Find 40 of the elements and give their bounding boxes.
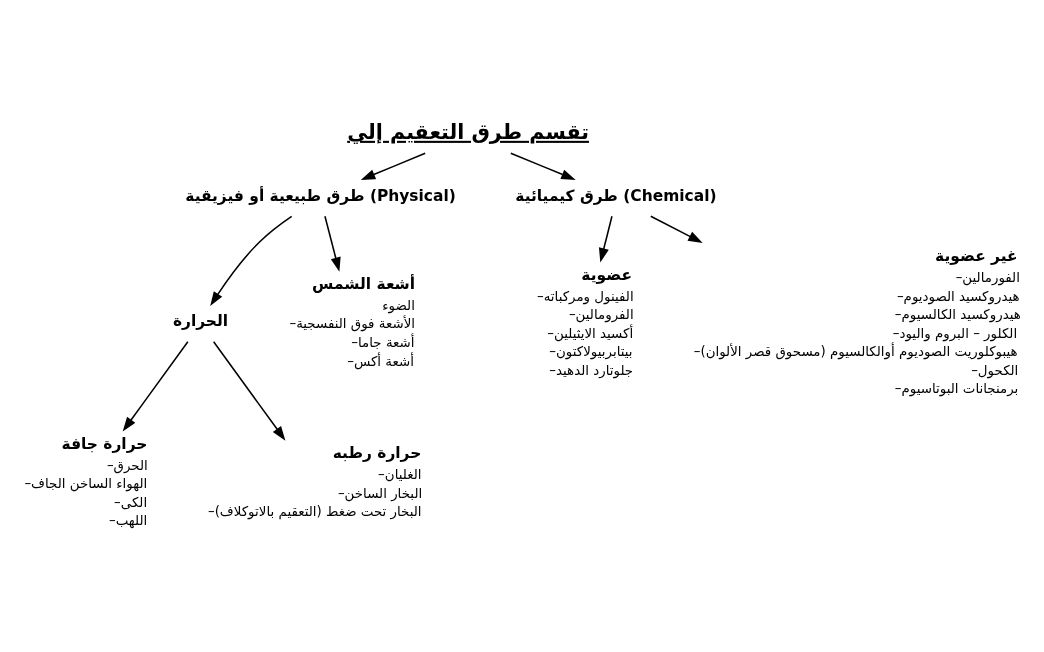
arrow [598,215,613,263]
node-text: أشعة الشمس [312,274,416,293]
node-text: طرق كيميائية (Chemical) [515,186,717,205]
arrow [650,215,703,243]
node-label: –البخار تحت ضغط (التعقيم بالاتوكلاف) [207,504,422,520]
node-label: –أكسيد الايثيلين [547,325,634,341]
node-text: حرارة جافة [61,434,148,453]
node-label: –الكلور – البروم واليود [892,325,1018,341]
node-text: تقسم طرق التعقيم إلي [347,119,589,144]
node-label: –البخار الساخن [337,485,423,501]
arrow [212,340,286,441]
node-label: –هيدروكسيد الصوديوم [896,288,1020,304]
arrow [122,340,189,432]
node-label: –أشعة جاما [351,335,415,351]
arrow [210,215,293,307]
node-label: –اللهب [108,513,148,529]
node-label: –أشعة أكس [347,353,414,369]
node-label: –بيتابربيولاكتون [549,344,633,360]
arrow [510,152,576,180]
node-label: الضوء [382,297,415,313]
node-label: –هيدروكسيد الكالسيوم [894,307,1021,323]
node-label: –الأشعة فوق النفسجية [289,316,416,332]
node-label: –الكحول [971,362,1019,378]
node-text: حرارة رطبه [332,444,422,463]
node-label: –الكى [114,494,148,510]
node-label: –برمنجانات البوتاسيوم [894,381,1019,397]
node-text: غير عضوية [935,247,1018,266]
node-label: –جلوتارد الدهيد [549,362,634,378]
arrow [324,215,341,272]
node-label: –الفرومالين [568,307,634,323]
arrow [360,152,426,180]
node-label: –الفينول ومركباته [536,288,634,304]
node-label: –هيبوكلوريت الصوديوم أوالكالسيوم (مسحوق قصر الألوان) [693,344,1018,360]
node-label: –الحرق [106,457,148,473]
node-label: –الفورمالين [955,270,1020,286]
node-text: الحرارة [172,312,229,330]
node-label: –الغليان [378,467,422,483]
node-text: عضوية [581,265,632,284]
node-text: طرق طبيعية أو فيزيقية (Physical) [185,186,456,205]
node-label: –الهواء الساخن الجاف [24,476,148,492]
